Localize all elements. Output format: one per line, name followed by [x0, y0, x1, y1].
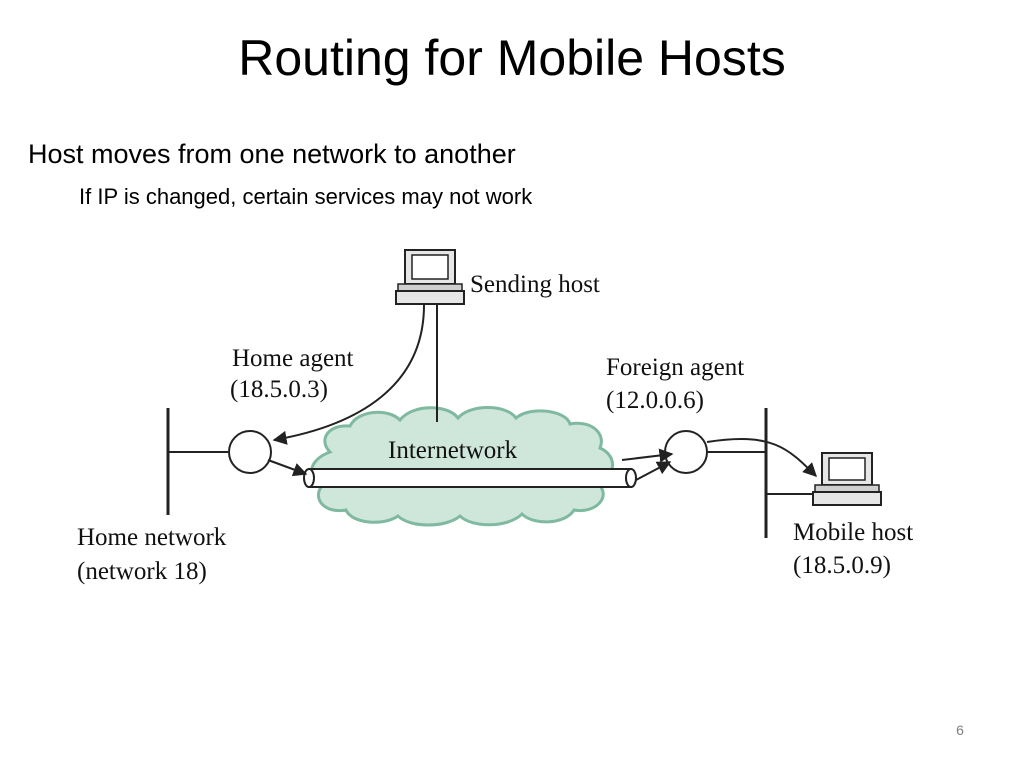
- cloud-icon: [310, 406, 614, 527]
- mobile-host-label: Mobile host: [793, 519, 913, 546]
- home-network-detail: (network 18): [77, 558, 207, 585]
- slide-title: Routing for Mobile Hosts: [238, 30, 786, 86]
- foreign-agent-label: Foreign agent: [606, 354, 744, 381]
- bullet-level-1: Host moves from one network to another: [28, 139, 516, 169]
- computer-icon: [395, 249, 465, 305]
- internetwork-label: Internetwork: [388, 437, 518, 464]
- bullet-level-2: If IP is changed, certain services may n…: [79, 184, 533, 209]
- arrow-sender-to-home-agent: [272, 304, 425, 445]
- home-agent-label: Home agent: [232, 345, 354, 372]
- foreign-agent-address: (12.0.0.6): [606, 387, 704, 414]
- tunnel-pipe: [303, 468, 637, 488]
- arrow-tunnel-to-foreign-agent-top: [621, 448, 674, 463]
- computer-icon: [812, 452, 882, 506]
- arrow-tunnel-to-foreign-agent-bottom: [635, 461, 672, 481]
- sending-host-label: Sending host: [470, 271, 600, 298]
- arrow-home-agent-to-tunnel: [267, 459, 308, 477]
- home-agent-address: (18.5.0.3): [230, 376, 328, 403]
- internetwork-cloud: [310, 406, 614, 527]
- page-number: 6: [956, 722, 964, 738]
- arrow-foreign-agent-to-mobile-host: [706, 438, 817, 477]
- home-network-label: Home network: [77, 524, 227, 551]
- foreign-agent-router: [664, 430, 708, 474]
- home-agent-router: [228, 430, 272, 474]
- mobile-host-address: (18.5.0.9): [793, 552, 891, 579]
